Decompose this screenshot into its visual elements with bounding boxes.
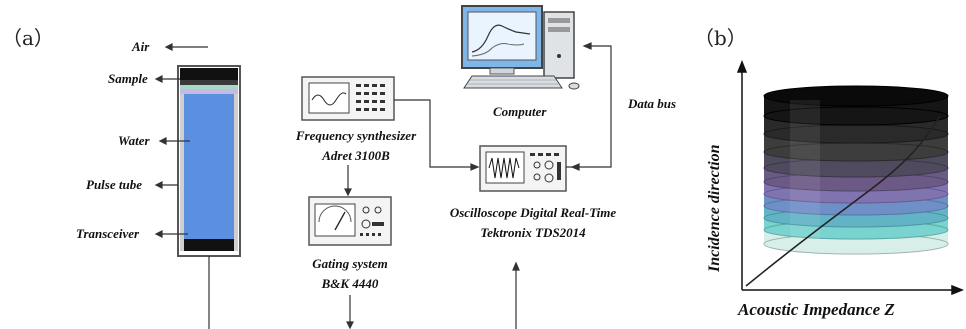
x-axis-label: Acoustic Impedance Z [738, 300, 895, 319]
gating-system-device [308, 196, 392, 246]
frequency-synthesizer-title: Frequency synthesizer [295, 128, 417, 143]
gating-system-caption: Gating system B&K 4440 [290, 254, 410, 294]
sample-label: Sample [108, 71, 148, 86]
connection-lines [344, 42, 612, 329]
panel-a-label: （a） [2, 26, 54, 50]
tube-label-arrows [154, 43, 208, 238]
y-axis-label: Incidence direction [706, 144, 723, 272]
water-label: Water [118, 133, 150, 148]
frequency-synthesizer-model: Adret 3100B [322, 148, 390, 163]
data-bus-label: Data bus [628, 96, 677, 111]
panel-b-axes [736, 59, 965, 296]
impedance-cylinder [763, 85, 949, 255]
oscilloscope-caption: Oscilloscope Digital Real-Time Tektronix… [438, 203, 628, 243]
frequency-synthesizer-caption: Frequency synthesizer Adret 3100B [268, 126, 444, 166]
pulse-tube [177, 65, 241, 257]
oscilloscope-device [479, 145, 567, 192]
air-label: Air [132, 39, 150, 54]
gating-system-title: Gating system [312, 256, 388, 271]
incidence-path-line [745, 115, 941, 287]
computer-device [461, 5, 580, 90]
gating-system-model: B&K 4440 [321, 276, 379, 291]
oscilloscope-title: Oscilloscope Digital Real-Time [449, 205, 617, 220]
frequency-synthesizer-device [301, 76, 395, 121]
panel-b-label: （b） [694, 26, 747, 50]
transceiver-label: Transceiver [76, 226, 140, 241]
pulse-tube-label: Pulse tube [86, 177, 142, 192]
oscilloscope-model: Tektronix TDS2014 [480, 225, 586, 240]
computer-label: Computer [493, 104, 547, 119]
